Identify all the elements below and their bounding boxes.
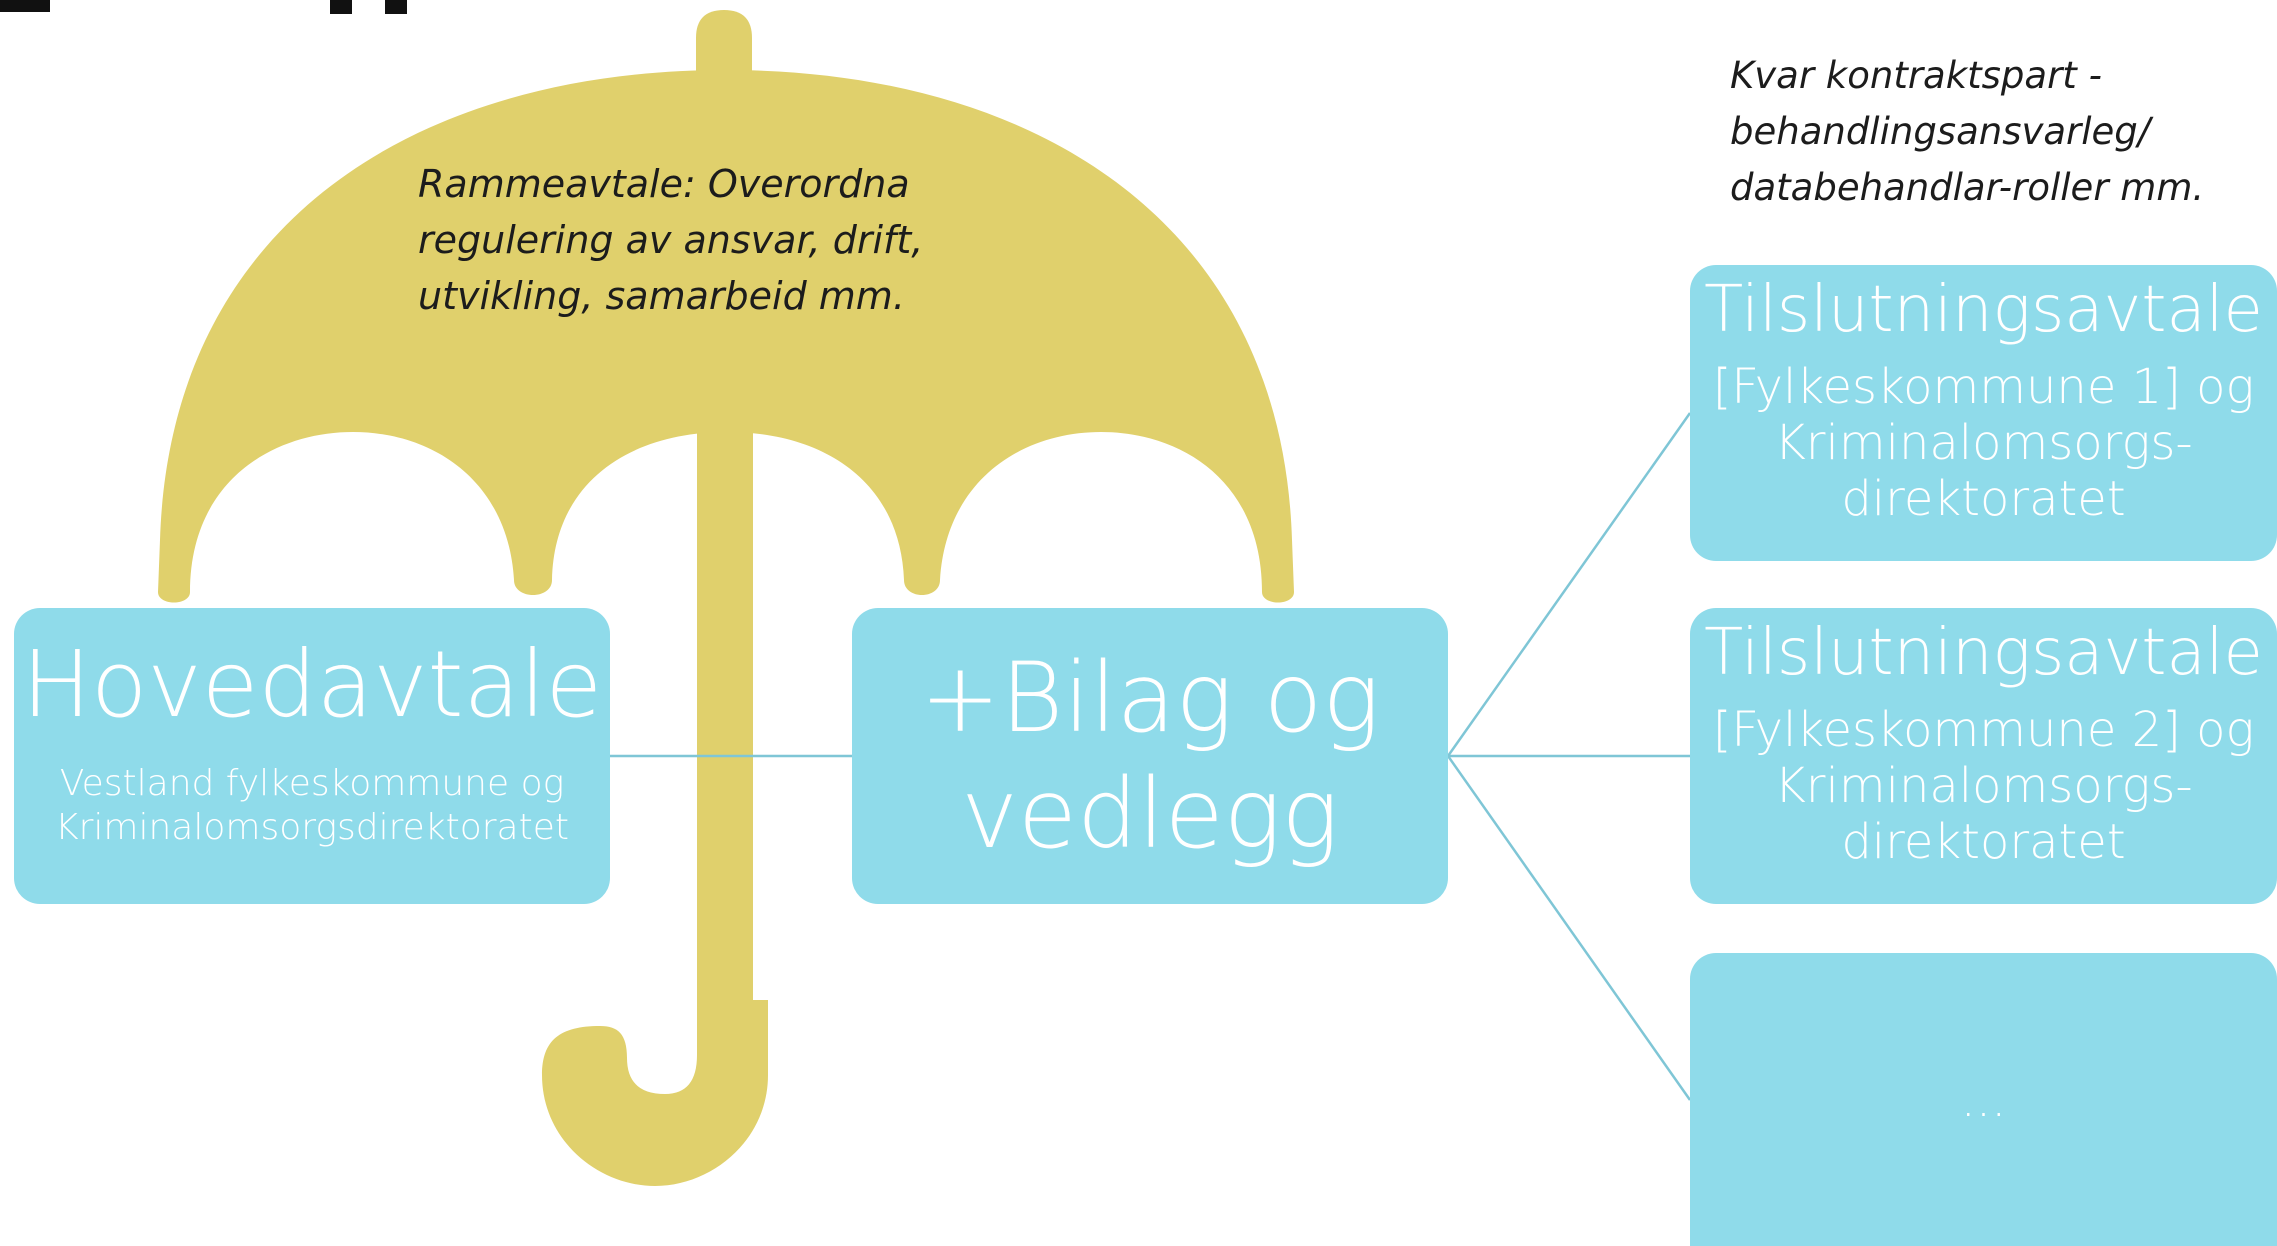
more-agreements-ellipsis: ... — [1960, 1071, 2007, 1128]
umbrella-canopy — [158, 70, 1294, 603]
more-agreements-box: ... — [1690, 953, 2277, 1246]
connectors — [610, 412, 1692, 1101]
bilag-title: +Bilag og vedlegg — [920, 642, 1380, 870]
hovedavtale-title: Hovedavtale — [21, 631, 603, 738]
umbrella-caption: Rammeavtale: Overordna regulering av ans… — [418, 162, 924, 318]
umbrella-shaft — [697, 430, 753, 1020]
bilag-box: +Bilag og vedlegg — [852, 608, 1448, 904]
party-roles-caption: Kvar kontraktspart - behandlingsansvarle… — [1730, 54, 2205, 209]
hovedavtale-box: Hovedavtale Vestland fylkeskommune og Kr… — [14, 608, 610, 904]
tilslutningsavtale-title-1: Tilslutningsavtale — [1704, 273, 2263, 347]
tilslutningsavtale-subtitle-1: [Fylkeskommune 1] og Kriminalomsorgs- di… — [1712, 359, 2255, 527]
umbrella-tip — [696, 10, 752, 74]
tilslutningsavtale-subtitle-2: [Fylkeskommune 2] og Kriminalomsorgs- di… — [1712, 702, 2255, 870]
connector-bilag-t1 — [1446, 412, 1692, 757]
hovedavtale-subtitle: Vestland fylkeskommune og Kriminalomsorg… — [54, 763, 569, 848]
tilslutningsavtale-box-1: Tilslutningsavtale [Fylkeskommune 1] og … — [1690, 265, 2277, 561]
tilslutningsavtale-box-2: Tilslutningsavtale [Fylkeskommune 2] og … — [1690, 608, 2277, 904]
umbrella-handle — [542, 1000, 768, 1186]
corner-mark — [0, 0, 407, 14]
connector-bilag-t3 — [1446, 755, 1692, 1101]
tilslutningsavtale-title-2: Tilslutningsavtale — [1704, 616, 2263, 690]
